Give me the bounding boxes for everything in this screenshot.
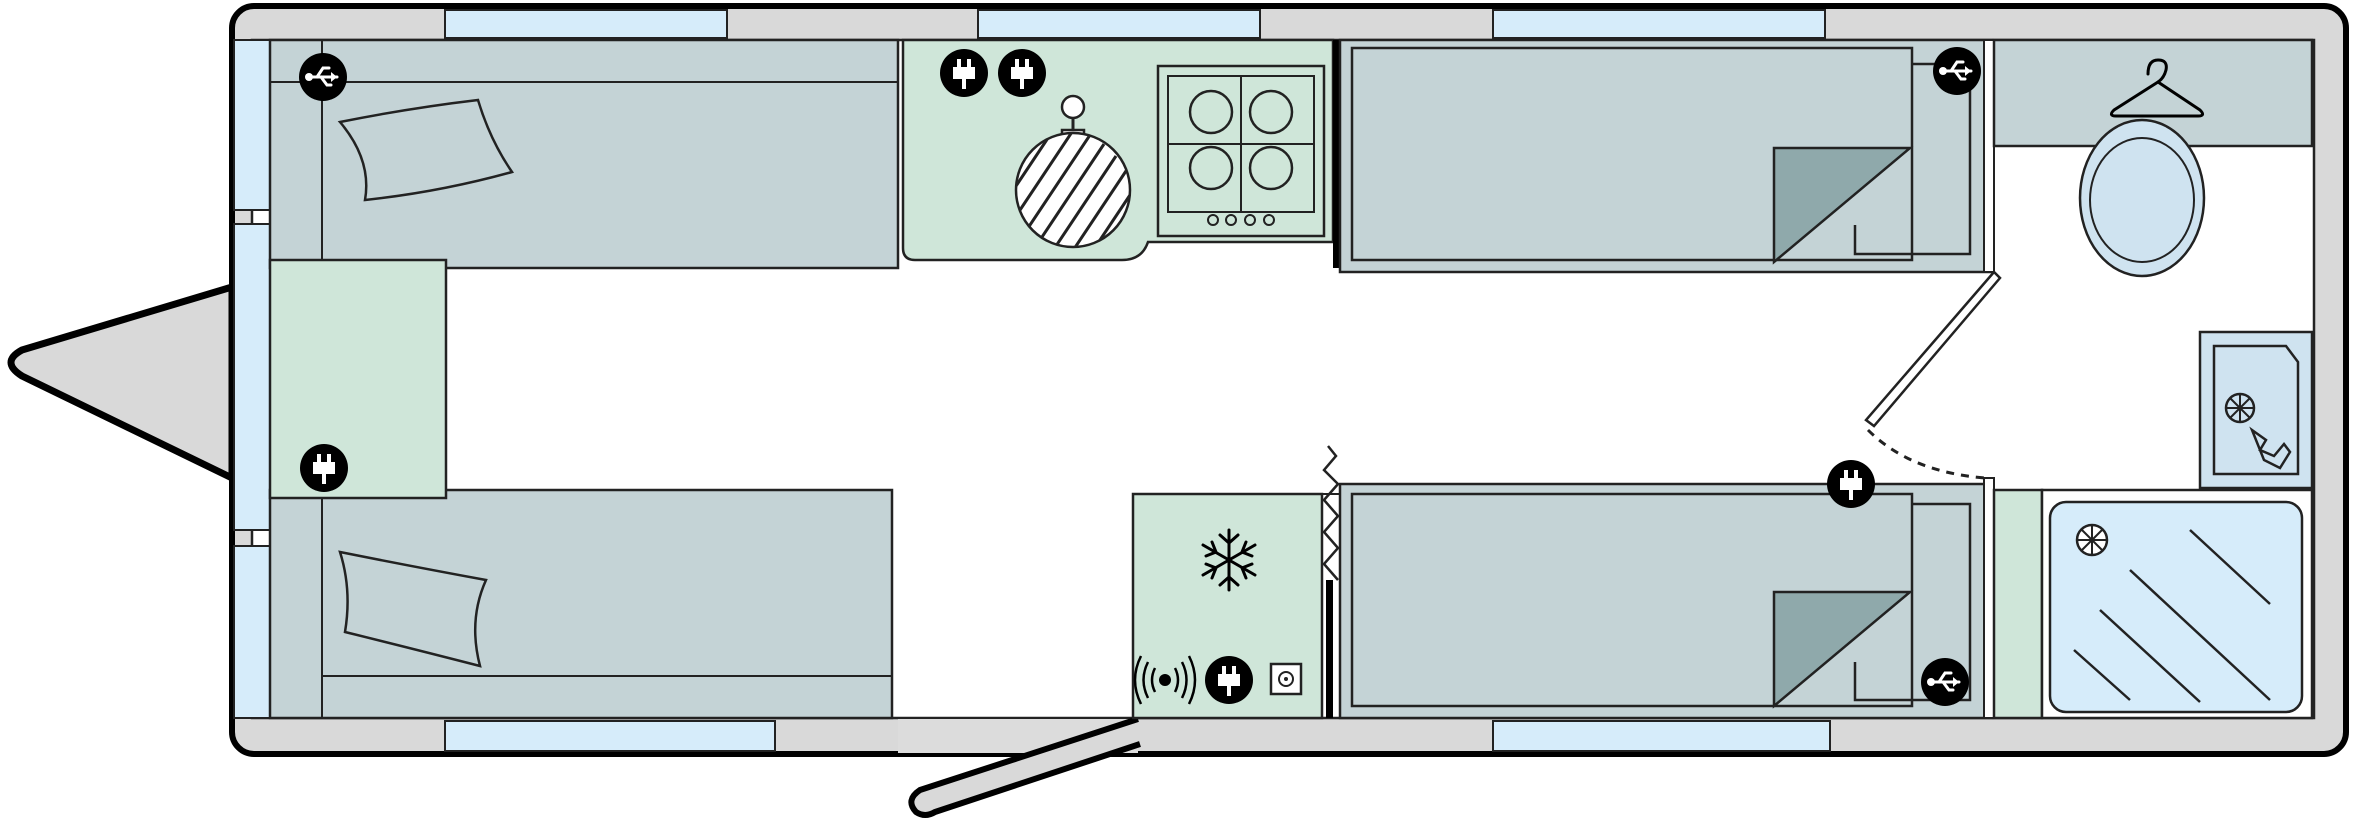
plug-socket-icon [1205,656,1253,704]
duvet-fold-bottom [1772,590,1914,709]
usb-icon [1933,47,1981,95]
window-bottom-1 [444,720,776,752]
wardrobe [1992,38,2314,148]
duvet-fold-top [1772,146,1914,265]
kitchen-sink [1014,94,1132,249]
washroom-door[interactable] [1864,270,2002,480]
curtain-zigzag [1322,445,1340,581]
shower-icon [2040,488,2314,720]
rear-bed-bottom [1338,482,1994,720]
window-top-2 [977,9,1261,39]
rear-partition-top [1983,39,1995,273]
window-bottom-2 [1492,720,1831,752]
window-front-bottom [233,545,271,719]
tv-aerial-icon [1133,655,1197,705]
plug-socket-icon [1827,460,1875,508]
usb-icon [299,53,347,101]
partition-wall [1333,40,1340,268]
rear-bed-top [1338,38,1994,274]
window-top-3 [1492,9,1826,39]
plug-socket-icon [998,49,1046,97]
front-bed-top [268,38,900,270]
plug-socket-icon [940,49,988,97]
snowflake-icon [1201,528,1257,592]
shower-tray-surround [1992,488,2044,720]
usb-icon [1921,658,1969,706]
tow-hitch [7,283,236,482]
rear-partition-bottom [1983,477,1995,719]
plug-socket-icon [300,444,348,492]
pillow-bottom [338,550,488,668]
gas-hob-icon [1156,64,1326,238]
front-chest [268,258,448,500]
window-top-1 [444,9,728,39]
front-bed-bottom [268,488,894,720]
entrance-door[interactable] [908,716,1141,818]
kitchen-unit [901,38,1335,262]
window-front-mid [233,223,271,531]
fridge-divider [1326,580,1333,718]
tv-point-icon [1269,662,1303,696]
sink-icon [2198,330,2314,490]
window-front-top [233,39,271,211]
pillow-top [337,98,515,202]
toilet-icon [2078,118,2206,278]
coat-hanger-icon [2109,58,2205,118]
